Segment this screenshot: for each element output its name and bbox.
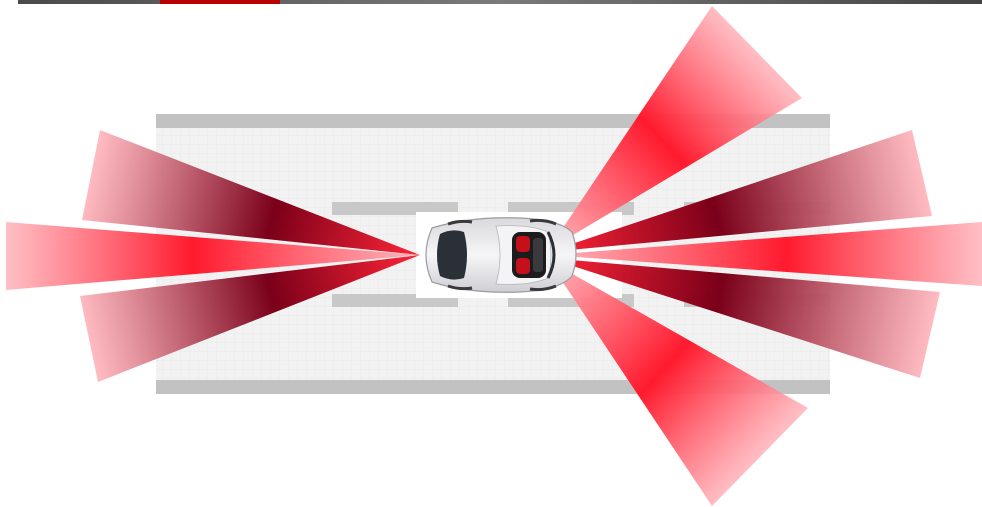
wheel-front-bottom xyxy=(529,284,557,292)
top-photo-strip xyxy=(18,0,982,4)
front-right-beam xyxy=(548,258,940,378)
wheel-front-top xyxy=(529,218,557,226)
rear-right-beam xyxy=(80,255,420,382)
car xyxy=(425,217,577,293)
front-lower-beam xyxy=(548,260,808,506)
cabin xyxy=(512,231,556,279)
wheel-rear-top xyxy=(447,219,473,226)
front-left-beam xyxy=(548,130,932,252)
rear-center-beam xyxy=(6,222,420,290)
wheel-rear-bottom xyxy=(447,284,473,291)
road xyxy=(156,114,830,394)
sensor-beams xyxy=(6,6,982,506)
rear-left-beam xyxy=(82,130,420,255)
rear-window xyxy=(437,230,467,280)
front-upper-beam xyxy=(548,6,802,250)
front-center-beam xyxy=(548,222,982,286)
